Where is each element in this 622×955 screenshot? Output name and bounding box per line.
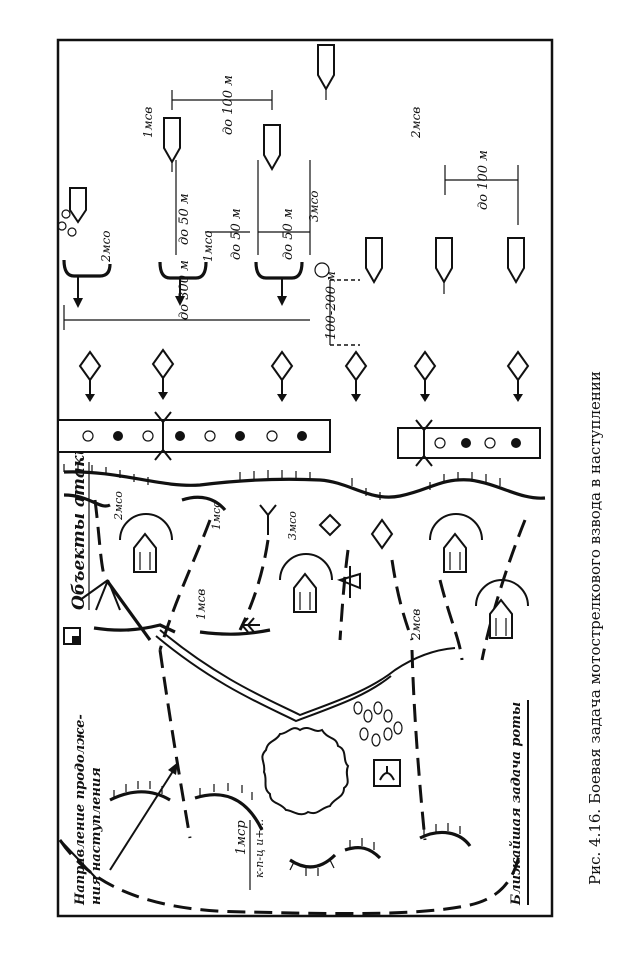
bmp-vehicle-4 [69,187,87,224]
rear-trench-line [109,781,472,876]
bmp-vehicle-1 [163,117,181,172]
legend-marker-square [63,627,81,645]
enemy-weapon-symbols [240,504,394,633]
distance-100-top: до 100 м [221,75,236,135]
dismount-marks [57,209,77,237]
burst-symbol [261,727,350,816]
diagram-frame [56,38,554,918]
label-3mso: 3мсо [307,190,321,222]
distance-100-200: 100-200 м [324,271,339,340]
terrain-ovals [353,701,403,747]
bmp-vehicle-6 [435,237,453,294]
bmp-vehicle-7 [507,237,525,285]
distance-50-b: до 50 м [229,208,244,260]
strongpoint-1 [119,513,173,573]
label-direction-line1: Направление продолже- [73,714,88,906]
boxed-symbol [373,759,401,787]
label-2msv-top: 2мсв [409,107,423,139]
label-1mso: 1мсо [201,230,215,262]
strongpoint-3 [429,513,483,573]
label-1msv-top: 1мсв [141,107,155,138]
minefield-belt-left [57,411,331,461]
sun-symbol [314,262,330,278]
label-2mso: 2мсо [99,230,113,263]
label-zone-2msv: 2мсв [409,609,423,641]
label-attack-objects: Объекты атаки [69,443,89,610]
company-task-boundary [93,623,456,723]
label-obj-2mso: 2мсо [112,491,125,521]
fortified-strongpoints [119,513,529,639]
direction-arrow [59,762,178,879]
enemy-trench-line [63,464,546,512]
squad-positions [62,259,330,308]
distance-300: до 300 м [177,260,192,320]
bmp-vehicles [69,44,525,294]
bmp-vehicle-3 [317,44,335,100]
label-immediate-task: Ближайшая задача роты [509,702,524,906]
strongpoint-2 [279,553,333,613]
distance-50-a: до 50 м [177,193,192,245]
bmp-vehicle-5 [365,237,383,285]
minefield-belt-right [397,419,541,467]
strongpoint-4 [475,579,529,639]
bmp-vehicle-2 [263,124,281,172]
label-direction-line2: ния наступления [89,767,104,905]
distance-50-c: до 50 м [281,208,296,260]
label-company-sub: к-п-ц и+... [253,819,266,878]
label-obj-1mso: 1мсо [210,501,223,530]
label-zone-1msv: 1мсв [194,589,208,620]
dimension-lines [63,90,519,346]
label-company-1msr: 1мср [234,820,249,855]
attack-object-arrows [79,579,152,641]
label-obj-3mso: 3мсо [286,511,299,540]
figure-caption: Рис. 4.16. Боевая задача мотострелкового… [586,371,604,885]
diamond-markers [78,348,530,402]
